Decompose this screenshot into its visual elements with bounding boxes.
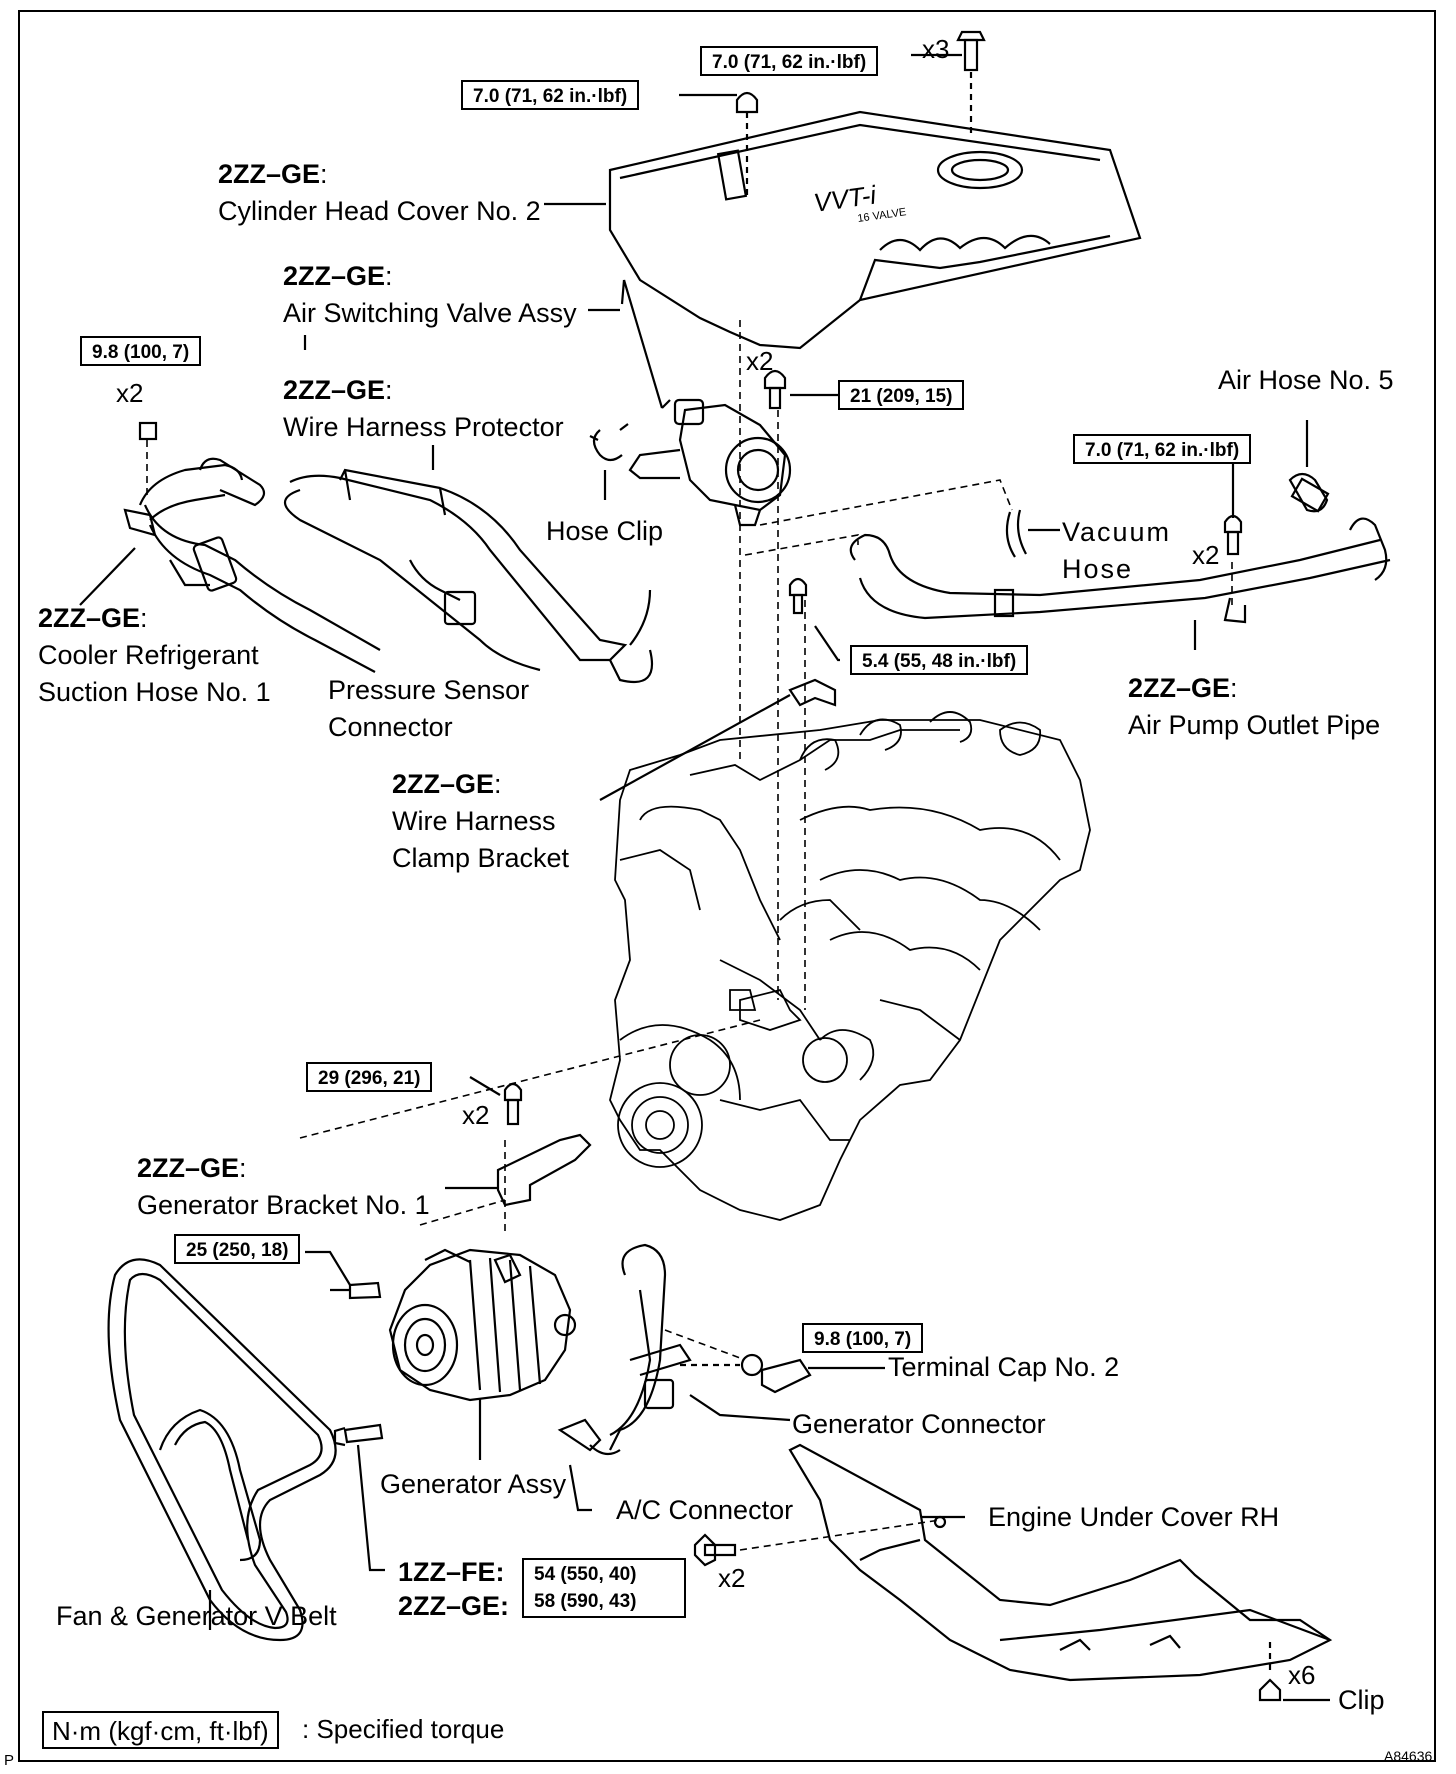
torque-air-pump-pipe: 7.0 (71, 62 in.·lbf) [1073,434,1252,464]
label-engine-under-cover: Engine Under Cover RH [988,1502,1280,1532]
label-wire-harness-protector: 2ZZ–GE: Wire Harness Protector [283,372,564,446]
torque-cover-nut: 7.0 (71, 62 in.·lbf) [461,80,640,110]
top-bolts [679,30,986,195]
engine-code: 2ZZ–GE [1128,673,1231,703]
label-line: Vacuum [1062,517,1172,547]
engine-code: 2ZZ–GE [38,603,141,633]
label-air-pump-outlet-pipe: 2ZZ–GE: Air Pump Outlet Pipe [1128,670,1380,744]
vacuum-hose-illustration [1005,509,1060,558]
air-pump-outlet-pipe-illustration [849,517,1391,650]
label-air-switching-valve: 2ZZ–GE: Air Switching Valve Assy [283,258,577,332]
torque-generator-upper-bolt: 25 (250, 18) [174,1234,301,1264]
torque-air-switching-valve: 21 (209, 15) [838,380,965,410]
qty-pipe-bolts: x2 [1192,540,1220,570]
qty-asv-bolts: x2 [746,346,774,376]
qty-cover-bolts: x2 [718,1563,746,1593]
generator-bolts [305,1250,385,1572]
legend-torque-unit: N·m (kgf·cm, ft·lbf) [42,1711,279,1749]
label-generator-assy: Generator Assy [380,1469,567,1499]
torque-terminal-nut: 9.8 (100, 7) [802,1323,924,1353]
engine-illustration [609,711,1091,1221]
engine-under-cover-illustration [788,1443,1333,1682]
part-name: Air Pump Outlet Pipe [1128,710,1381,740]
label-line: Connector [328,712,453,742]
cylinder-head-cover-illustration: VVT-i 16 VALVE [608,110,1142,350]
under-cover-bolt [693,1533,737,1567]
engine-code: 2ZZ–GE [392,769,495,799]
label-hose-clip: Hose Clip [546,516,664,546]
torque-2zz-ge: 58 (590, 43) [534,1591,637,1612]
air-switching-valve-illustration [589,279,792,527]
engine-code: 2ZZ–GE [283,261,386,291]
generator-wiring-illustration [557,1243,885,1512]
label-line: Cooler Refrigerant [38,640,259,670]
label-ac-connector: A/C Connector [616,1495,794,1525]
wire-harness-protector-illustration [283,445,654,684]
engine-code-2zz-ge: 2ZZ–GE: [398,1591,510,1621]
part-name: Air Switching Valve Assy [283,298,577,328]
dashed-guide-lines [146,320,1233,1551]
torque-clamp-bracket: 5.4 (55, 48 in.·lbf) [850,645,1029,675]
label-line: Suction Hose No. 1 [38,677,271,707]
label-generator-connector: Generator Connector [792,1409,1046,1439]
torque-1zz-fe: 54 (550, 40) [534,1564,637,1585]
qty-clips: x6 [1288,1660,1316,1690]
label-clip: Clip [1338,1685,1385,1715]
engine-code-1zz-fe: 1ZZ–FE: [398,1557,505,1587]
label-line: Hose [1062,554,1134,584]
label-cooler-hose: 2ZZ–GE: Cooler Refrigerant Suction Hose … [38,600,271,711]
qty-bracket-bolts: x2 [462,1100,490,1130]
engine-code: 2ZZ–GE [218,159,321,189]
cooler-hose-illustration [79,421,381,673]
part-name: Generator Bracket No. 1 [137,1190,430,1220]
engine-code: 2ZZ–GE [283,375,386,405]
v-belt-illustration [107,1258,337,1642]
part-name: Cylinder Head Cover No. 2 [218,196,541,226]
label-v-belt: Fan & Generator V Belt [56,1601,337,1631]
torque-cover-top-bolts: 7.0 (71, 62 in.·lbf) [700,46,879,76]
label-line: Pressure Sensor [328,675,530,705]
label-cylinder-head-cover: 2ZZ–GE: Cylinder Head Cover No. 2 [218,156,541,230]
part-name: Wire Harness Protector [283,412,564,442]
footer-p: P [4,1752,15,1769]
label-generator-bracket: 2ZZ–GE: Generator Bracket No. 1 [137,1150,430,1224]
air-hose-5-illustration [1288,420,1330,513]
label-terminal-cap: Terminal Cap No. 2 [888,1352,1120,1382]
torque-cooler-hose: 9.8 (100, 7) [80,336,202,366]
label-vacuum-hose: Vacuum Hose [1062,514,1171,588]
clip-illustration [1258,1640,1330,1702]
torque-generator-bracket: 29 (296, 21) [306,1062,433,1092]
qty-top-bolts: x3 [922,34,950,64]
label-leaders [303,202,620,350]
torque-generator-lower-bolt: 54 (550, 40) 58 (590, 43) [522,1558,686,1618]
clamp-bracket-illustration [599,577,840,801]
label-line: Clamp Bracket [392,843,570,873]
engine-code: 2ZZ–GE [137,1153,240,1183]
diagram-frame [18,10,1436,1762]
generator-bracket-illustration [445,1076,592,1207]
generator-illustration [388,1248,577,1460]
legend-text: : Specified torque [302,1714,505,1744]
figure-code: A84636 [1384,1748,1433,1764]
qty-cooler-nuts: x2 [116,378,144,408]
label-line: Wire Harness [392,806,556,836]
label-air-hose-5: Air Hose No. 5 [1218,365,1394,395]
pipe-bolt [1223,454,1243,556]
label-clamp-bracket: 2ZZ–GE: Wire Harness Clamp Bracket [392,766,569,877]
label-pressure-sensor-connector: Pressure Sensor Connector [328,672,529,746]
